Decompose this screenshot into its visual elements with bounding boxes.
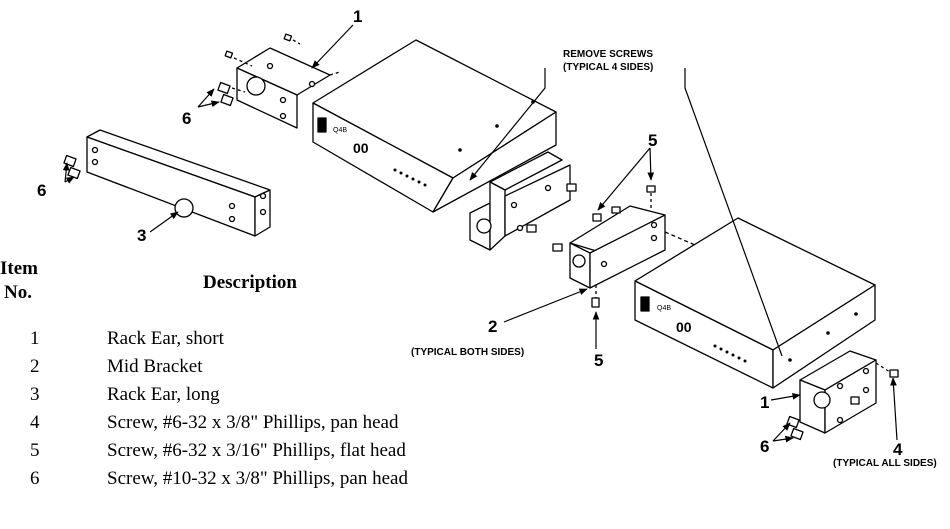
leader-lines: [62, 24, 898, 443]
left-unit-chassis: Q4B 00: [312, 39, 557, 213]
mid-bracket-left: [469, 151, 577, 251]
callout-1-right: 1: [760, 393, 769, 412]
item-description: Screw, #6-32 x 3/16" Phillips, flat head: [107, 440, 406, 461]
svg-text:Q4B: Q4B: [657, 305, 671, 312]
screws-top-ear: [217, 33, 301, 107]
rack-ear-short-top: [236, 47, 341, 129]
item-description: Screw, #10-32 x 3/8" Phillips, pan head: [107, 468, 408, 489]
note-typical-both-sides: (TYPICAL BOTH SIDES): [411, 347, 524, 358]
mid-bracket-right: [552, 185, 696, 308]
right-unit-chassis: Q4B 00: [634, 217, 876, 389]
callout-3: 3: [137, 226, 146, 245]
table-row: 2 Mid Bracket: [0, 356, 520, 384]
item-description: Rack Ear, long: [107, 384, 220, 405]
rack-ear-short-right: [786, 350, 899, 441]
item-description: Rack Ear, short: [107, 328, 224, 349]
item-number: 5: [30, 440, 40, 461]
table-row: 1 Rack Ear, short: [0, 328, 520, 356]
callout-5-bottom: 5: [594, 351, 603, 370]
rack-ear-long-left: [63, 129, 271, 237]
note-remove-screws: REMOVE SCREWS: [563, 49, 653, 60]
callout-4: 4: [893, 440, 903, 459]
callout-2: 2: [488, 317, 497, 336]
table-row: 3 Rack Ear, long: [0, 384, 520, 412]
table-row: 4 Screw, #6-32 x 3/8" Phillips, pan head: [0, 412, 520, 440]
svg-text:Q4B: Q4B: [333, 127, 347, 134]
callout-6-top: 6: [182, 109, 191, 128]
item-description: Screw, #6-32 x 3/8" Phillips, pan head: [107, 412, 399, 433]
svg-text:00: 00: [676, 319, 692, 335]
table-row: 5 Screw, #6-32 x 3/16" Phillips, flat he…: [0, 440, 520, 468]
item-number: 4: [30, 412, 40, 433]
callout-1-top: 1: [353, 7, 362, 26]
header-item: Item: [0, 258, 38, 279]
callout-5-top: 5: [648, 131, 657, 150]
header-no: No.: [4, 282, 32, 303]
item-number: 6: [30, 468, 40, 489]
note-typical-4-sides: (TYPICAL 4 SIDES): [563, 62, 653, 73]
svg-text:00: 00: [353, 140, 369, 156]
item-number: 1: [30, 328, 40, 349]
callout-6-left: 6: [37, 181, 46, 200]
item-number: 2: [30, 356, 40, 377]
note-typical-all-sides: (TYPICAL ALL SIDES): [833, 458, 937, 469]
item-number: 3: [30, 384, 40, 405]
header-description: Description: [203, 272, 297, 293]
item-description: Mid Bracket: [107, 356, 203, 377]
callout-6-right: 6: [760, 437, 769, 456]
table-row: 6 Screw, #10-32 x 3/8" Phillips, pan hea…: [0, 468, 520, 496]
